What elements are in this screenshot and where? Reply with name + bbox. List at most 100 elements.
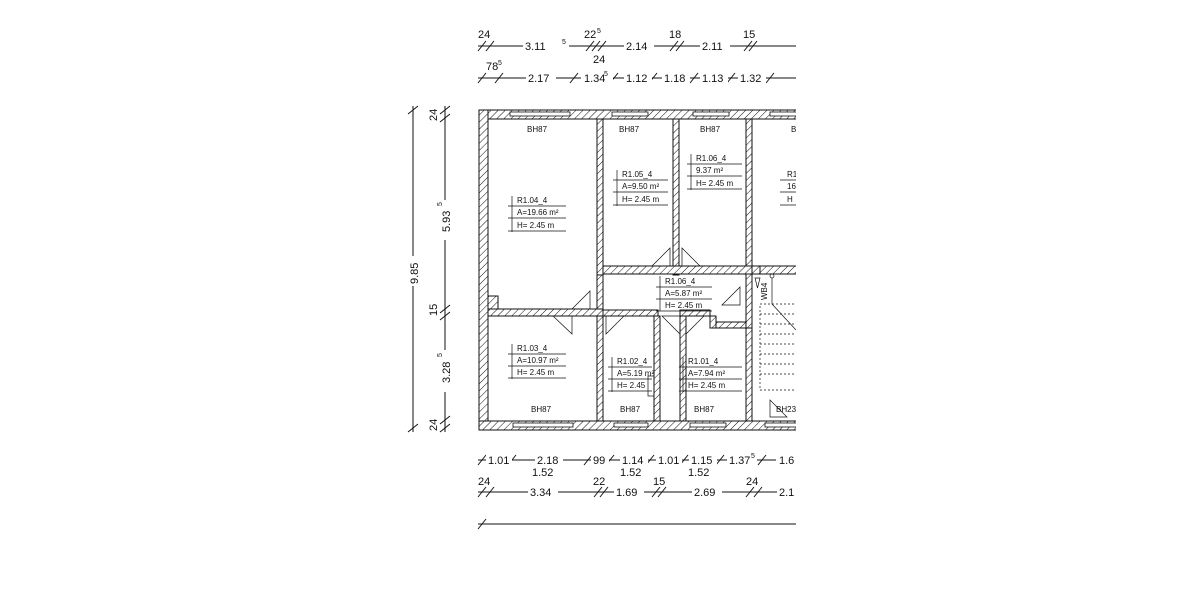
room-area: A=5.87 m² xyxy=(665,289,702,298)
dim-sup: 5 xyxy=(604,71,608,78)
room-height: H= 2.45 m xyxy=(622,195,659,204)
dim-label: 2.11 xyxy=(702,41,723,53)
room-height: H= 2.45 m xyxy=(517,221,554,230)
room-stamp: R1 16 H xyxy=(780,170,798,206)
room-height: H= 2.45 m xyxy=(688,381,725,390)
room-stamp: R1.02_4 A=5.19 m² H= 2.45 xyxy=(608,357,654,392)
stairs xyxy=(754,273,796,391)
room-id: R1.05_4 xyxy=(622,170,653,179)
room-id: R1.06_4 xyxy=(696,154,727,163)
room-area: A=10.97 m² xyxy=(517,356,559,365)
room-height: H= 2.45 m xyxy=(517,368,554,377)
window-tag: BH87 xyxy=(531,405,552,414)
dim-label: 9.85 xyxy=(409,263,421,284)
room-id: R1 xyxy=(787,170,798,179)
dim-label: 24 xyxy=(478,476,490,488)
top-dimension-row-1: 24 3.11 5 22 5 24 2.14 18 2.11 15 xyxy=(477,28,796,66)
dim-label: 24 xyxy=(593,54,605,66)
window-tags: BH87 BH87 BH87 B BH87 BH87 BH87 BH23 xyxy=(527,125,797,414)
stair-label: WB4 xyxy=(760,282,769,300)
window-tag: BH87 xyxy=(694,405,715,414)
room-id: R1.06_4 xyxy=(665,277,696,286)
dim-sup: 5 xyxy=(437,353,444,357)
dim-label: 24 xyxy=(428,109,440,121)
top-windows xyxy=(509,111,796,428)
room-id: R1.02_4 xyxy=(617,357,648,366)
room-area: 9.37 m² xyxy=(696,166,723,175)
room-area: A=19.66 m² xyxy=(517,208,559,217)
room-height: H= 2.45 m xyxy=(696,179,733,188)
dim-sup: 5 xyxy=(597,28,601,35)
dim-label: 78 xyxy=(486,61,498,73)
room-stamp: R1.01_4 A=7.94 m² H= 2.45 m xyxy=(679,357,742,392)
dim-label: 15 xyxy=(743,29,755,41)
room-stamp: R1.03_4 A=10.97 m² H= 2.45 m xyxy=(508,344,566,379)
dim-label: 2.18 xyxy=(537,455,558,467)
top-dimension-row-2: 78 5 2.17 1.34 5 1.12 1.18 1.13 1.32 xyxy=(477,60,796,85)
dim-label: 3.34 xyxy=(530,487,551,499)
dim-label: 5.93 xyxy=(441,211,453,232)
dim-label: 1.69 xyxy=(616,487,637,499)
dim-label: 18 xyxy=(669,29,681,41)
room-area: 16 xyxy=(787,182,796,191)
dim-label: 24 xyxy=(478,29,490,41)
bottom-dimension-row-1: 1.01 2.18 1.52 99 1.14 1.52 1.01 1.15 1.… xyxy=(477,453,796,479)
dim-sup: 5 xyxy=(498,60,502,67)
room-stamp: R1.06_4 9.37 m² H= 2.45 m xyxy=(687,154,742,190)
bottom-dimension-row-3 xyxy=(477,518,796,530)
dim-label: 15 xyxy=(653,476,665,488)
dim-label: 15 xyxy=(428,304,440,316)
room-height: H= 2.45 xyxy=(617,381,646,390)
dim-label: 22 xyxy=(593,476,605,488)
dim-label: 1.52 xyxy=(688,467,709,479)
window-tag: BH23 xyxy=(776,405,797,414)
dim-label: 22 xyxy=(584,29,596,41)
dim-label: 99 xyxy=(593,455,605,467)
dim-label: 1.12 xyxy=(626,73,647,85)
dim-label: 1.34 xyxy=(584,73,605,85)
dim-sup: 5 xyxy=(437,202,444,206)
dim-label: 3.11 xyxy=(525,41,546,53)
dim-label: 1.01 xyxy=(658,455,679,467)
dim-label: 1.32 xyxy=(740,73,761,85)
door-swings xyxy=(552,247,788,418)
dim-label: 1.15 xyxy=(691,455,712,467)
dim-label: 3.28 xyxy=(441,362,453,383)
dim-label: 2.14 xyxy=(626,41,647,53)
room-id: R1.04_4 xyxy=(517,196,548,205)
dim-label: 1.18 xyxy=(664,73,685,85)
window-tag: BH87 xyxy=(700,125,721,134)
dim-sup: 5 xyxy=(751,453,755,460)
dim-label: 2.17 xyxy=(528,73,549,85)
room-id: R1.03_4 xyxy=(517,344,548,353)
window-tag: BH87 xyxy=(527,125,548,134)
room-area: A=7.94 m² xyxy=(688,369,725,378)
dim-label: 24 xyxy=(746,476,758,488)
dim-label: 1.14 xyxy=(622,455,643,467)
dim-label: 1.52 xyxy=(620,467,641,479)
window-tag: BH87 xyxy=(619,125,640,134)
plan-area: 24 3.11 5 22 5 24 2.14 18 2.11 15 78 xyxy=(477,28,798,530)
room-height: H xyxy=(787,195,793,204)
dim-label: 1.6 xyxy=(779,455,794,467)
window-tag: B xyxy=(791,125,796,134)
dim-label: 1.13 xyxy=(702,73,723,85)
dim-label: 2.69 xyxy=(694,487,715,499)
room-area: A=9.50 m² xyxy=(622,182,659,191)
dim-label: 1.37 xyxy=(729,455,750,467)
room-area: A=5.19 m² xyxy=(617,369,654,378)
room-stamp: R1.04_4 A=19.66 m² H= 2.45 m xyxy=(508,196,566,232)
room-stamp: R1.06_4 A=5.87 m² H= 2.45 m xyxy=(656,276,712,312)
left-dimensions: 9.85 24 5.93 5 15 3.28 5 24 xyxy=(406,105,453,433)
bottom-dimension-row-2: 24 3.34 22 1.69 15 2.69 24 2.1 xyxy=(477,476,796,499)
room-height: H= 2.45 m xyxy=(665,301,702,310)
dim-sup: 5 xyxy=(562,39,566,46)
window-tag: BH87 xyxy=(620,405,641,414)
dim-label: 1.01 xyxy=(488,455,509,467)
dim-label: 1.52 xyxy=(532,467,553,479)
room-id: R1.01_4 xyxy=(688,357,719,366)
room-stamp: R1.05_4 A=9.50 m² H= 2.45 m xyxy=(613,170,668,206)
dim-label: 24 xyxy=(428,419,440,431)
dim-label: 2.1 xyxy=(779,487,794,499)
